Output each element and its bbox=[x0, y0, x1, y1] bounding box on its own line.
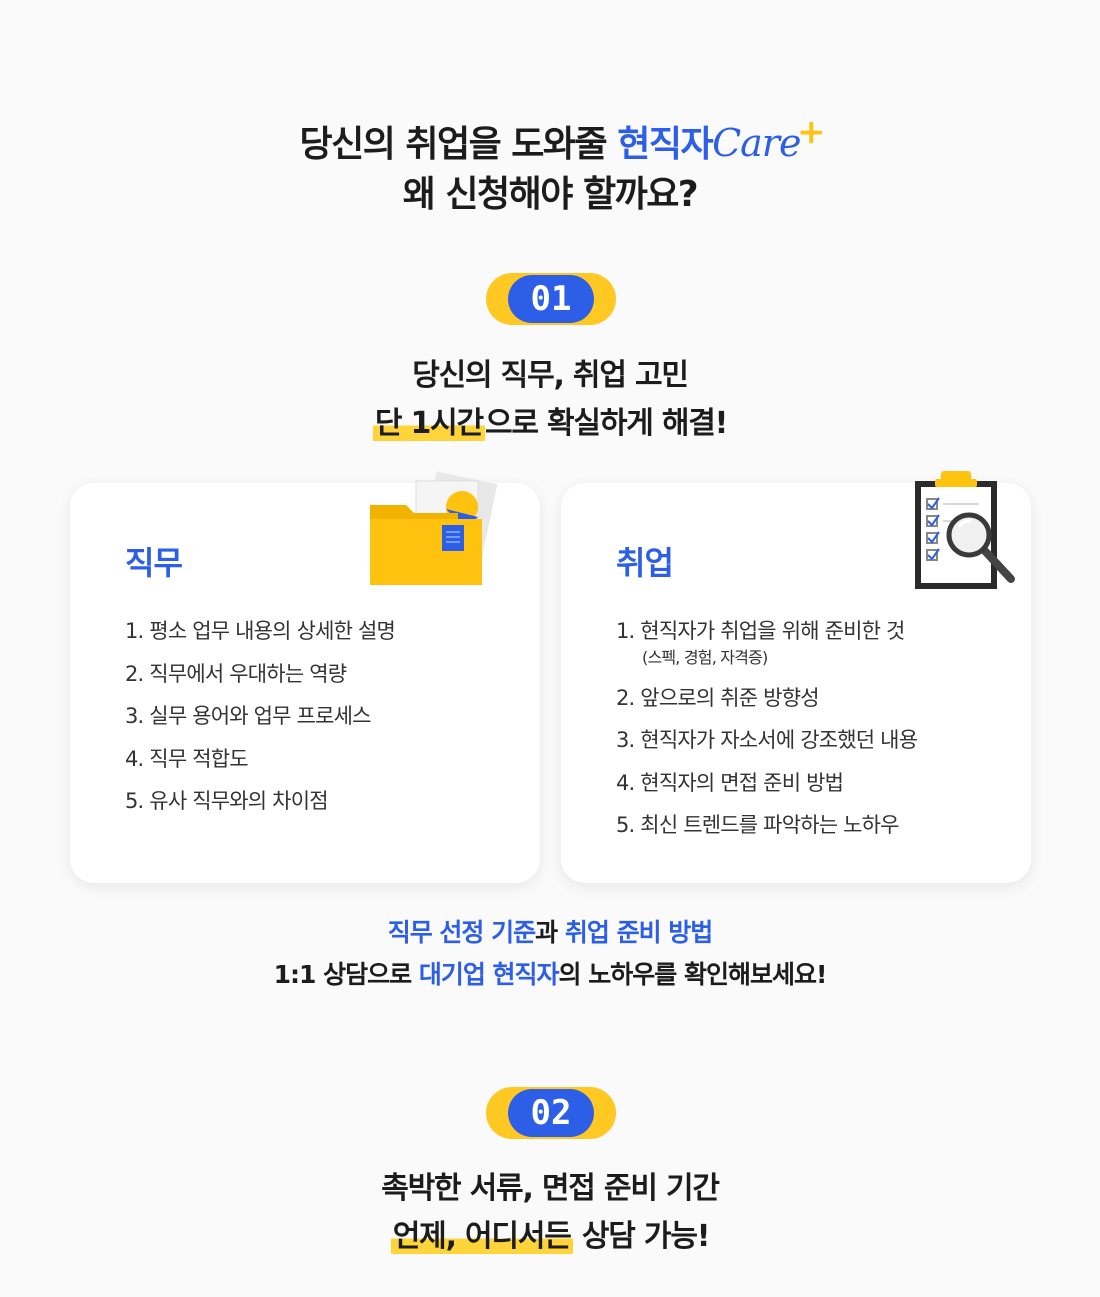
employment-card: 취업 1. 현직자가 취업을 위해 준비한 것(스펙, 경험, 자격증) 2 bbox=[561, 471, 1031, 883]
section-2-title: 촉박한 서류, 면접 준비 기간 언제, 어디서든 상담 가능! bbox=[381, 1171, 720, 1254]
job-card-title: 직무 bbox=[125, 544, 183, 582]
list-item: 1. 평소 업무 내용의 상세한 설명 bbox=[125, 619, 396, 643]
list-item: 5. 유사 직무와의 차이점 bbox=[125, 789, 329, 813]
list-item: 2. 앞으로의 취준 방향성 bbox=[616, 685, 820, 710]
list-item-note: (스펙, 경험, 자격증) bbox=[642, 648, 768, 667]
summary-line-2: 1:1 상담으로 대기업 현직자의 노하우를 확인해보세요! bbox=[273, 960, 828, 989]
clipboard-checklist-icon bbox=[915, 471, 1015, 589]
headline-line-2: 왜 신청해야 할까요? bbox=[402, 174, 699, 215]
list-item: 2. 직무에서 우대하는 역량 bbox=[125, 661, 347, 686]
job-card-list: 1. 평소 업무 내용의 상세한 설명 2. 직무에서 우대하는 역량 3. 실… bbox=[125, 617, 396, 830]
list-item: 1. 현직자가 취업을 위해 준비한 것(스펙, 경험, 자격증) bbox=[616, 617, 917, 669]
section-1-title: 당신의 직무, 취업 고민 단 1시간으로 확실하게 해결! bbox=[372, 358, 728, 441]
list-item: 3. 실무 용어와 업무 프로세스 bbox=[125, 704, 371, 728]
employment-card-title: 취업 bbox=[616, 544, 674, 582]
summary-text: 직무 선정 기준과 취업 준비 방법 1:1 상담으로 대기업 현직자의 노하우… bbox=[0, 912, 1100, 996]
care-logo: Care+ bbox=[712, 112, 825, 165]
summary-line-1: 직무 선정 기준과 취업 준비 방법 bbox=[387, 918, 714, 947]
employment-card-list: 1. 현직자가 취업을 위해 준비한 것(스펙, 경험, 자격증) 2. 앞으로… bbox=[616, 617, 918, 854]
main-headline: 당신의 취업을 도와줄 현직자Care+ 왜 신청해야 할까요? bbox=[0, 112, 1100, 220]
list-item: 5. 최신 트렌드를 파악하는 노하우 bbox=[616, 813, 900, 837]
list-item: 4. 현직자의 면접 준비 방법 bbox=[616, 770, 844, 795]
job-card: 직무 1. 평소 업무 내용의 상세한 설명 2. 직무에서 우대하는 역량 3… bbox=[70, 471, 540, 883]
section-badge-01: 01 bbox=[486, 273, 616, 325]
folder-icon bbox=[370, 471, 498, 585]
highlight-text: 단 1시간 bbox=[372, 406, 485, 441]
list-item: 3. 현직자가 자소서에 강조했던 내용 bbox=[616, 728, 918, 752]
plus-icon: + bbox=[796, 112, 825, 152]
brand-name: 현직자 bbox=[617, 124, 713, 165]
list-item: 4. 직무 적합도 bbox=[125, 746, 249, 771]
headline-line-1: 당신의 취업을 도와줄 현직자Care+ bbox=[0, 112, 1100, 170]
highlight-text: 언제, 어디서든 bbox=[390, 1219, 573, 1254]
section-badge-02: 02 bbox=[486, 1087, 616, 1139]
